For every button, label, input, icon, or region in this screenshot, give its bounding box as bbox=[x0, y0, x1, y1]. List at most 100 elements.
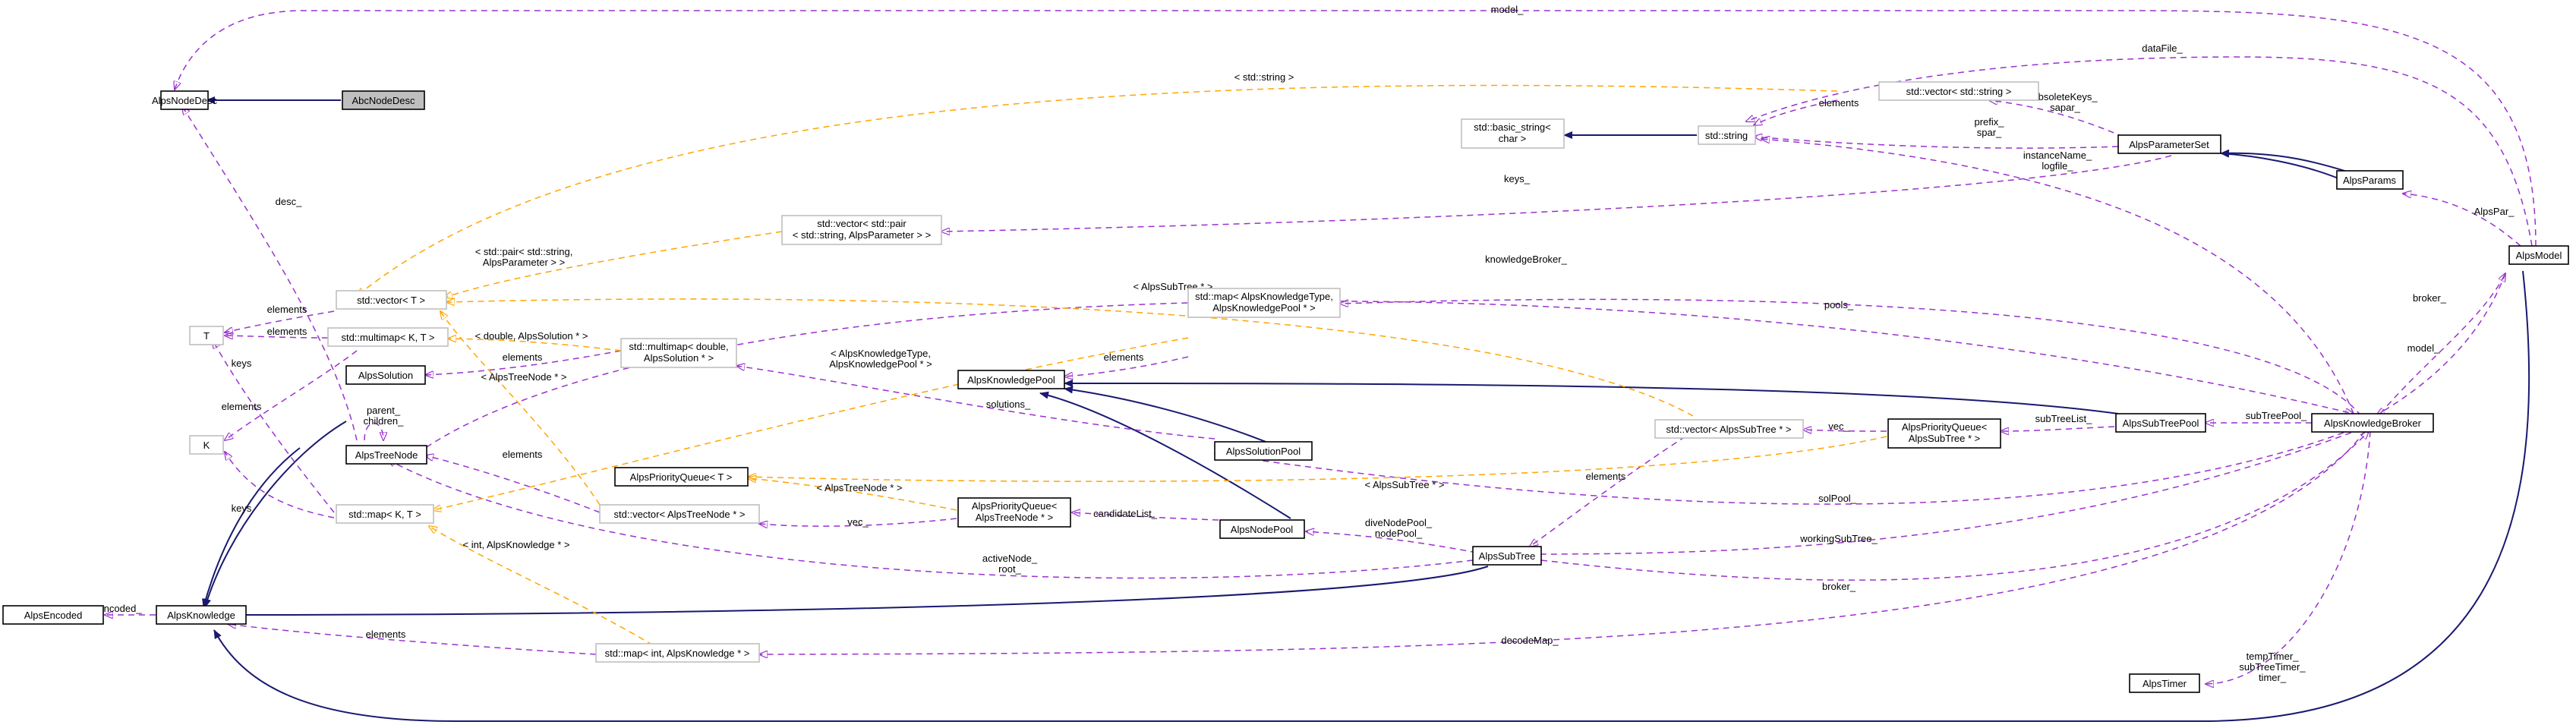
edge-multimapdouble-multimapKT bbox=[448, 339, 622, 351]
edge-solutionpool-multimapdouble bbox=[736, 366, 1215, 440]
node-alpsnodedesc[interactable]: AlpsNodeDesc bbox=[152, 90, 217, 110]
label-encoded: encoded_ bbox=[98, 603, 142, 614]
svg-text:AlpsNodePool: AlpsNodePool bbox=[1231, 524, 1293, 535]
edge-vectorTN-treenode bbox=[425, 455, 601, 513]
svg-text:std::vector< std::string >: std::vector< std::string > bbox=[1906, 86, 2012, 97]
node-alpssolution[interactable]: AlpsSolution bbox=[345, 365, 426, 385]
label-int-know: < int, AlpsKnowledge * > bbox=[463, 539, 570, 550]
edge-paramset-vectorpair bbox=[941, 155, 2172, 232]
edge-broker-solutionpool bbox=[1215, 428, 2354, 505]
svg-text:AlpsModel: AlpsModel bbox=[2516, 250, 2562, 261]
node-alpsmodel[interactable]: AlpsModel bbox=[2508, 245, 2569, 265]
label-model-broker: model_ bbox=[2407, 342, 2440, 354]
label-subtreelist: subTreeList_ bbox=[2035, 413, 2092, 424]
edge-broker-mapkt bbox=[1340, 298, 2362, 417]
node-vector-string[interactable]: std::vector< std::string > bbox=[1878, 81, 2039, 101]
node-vector-treenode[interactable]: std::vector< AlpsTreeNode * > bbox=[599, 504, 760, 524]
node-alpsnodepool[interactable]: AlpsNodePool bbox=[1219, 519, 1305, 539]
edge-broker-subtree-working bbox=[1530, 428, 2362, 554]
node-alpspq-treenode[interactable]: AlpsPriorityQueue<AlpsTreeNode * > bbox=[957, 497, 1071, 528]
node-map-kt[interactable]: std::map< K, T > bbox=[336, 504, 434, 524]
label-subtreepool: subTreePool_ bbox=[2246, 410, 2307, 421]
edge-mapkt-mapKT bbox=[433, 337, 1189, 510]
svg-text:AlpsPriorityQueue<AlpsSubTree: AlpsPriorityQueue<AlpsSubTree * > bbox=[1902, 421, 1987, 444]
node-vector-subtree[interactable]: std::vector< AlpsSubTree * > bbox=[1654, 419, 1804, 439]
label-instancename: instanceName_logfile_ bbox=[2023, 150, 2092, 172]
node-alpstimer[interactable]: AlpsTimer bbox=[2129, 673, 2200, 693]
svg-text:AlpsTreeNode: AlpsTreeNode bbox=[355, 449, 418, 461]
edge-multimapKT-T bbox=[225, 336, 329, 338]
svg-text:std::vector< AlpsTreeNode * >: std::vector< AlpsTreeNode * > bbox=[614, 509, 746, 520]
label-keys-t: keys bbox=[232, 358, 252, 369]
node-alpsparameterset[interactable]: AlpsParameterSet bbox=[2117, 134, 2221, 154]
label-parent: parent_children_ bbox=[364, 405, 405, 427]
node-k[interactable]: K bbox=[189, 435, 224, 455]
label-activenode: activeNode_root_ bbox=[982, 553, 1038, 575]
edge-model-broker bbox=[2376, 273, 2506, 415]
edge-model-nodedesc bbox=[175, 10, 2537, 247]
edge-mapKT-K bbox=[225, 452, 335, 518]
node-abcnodedesc[interactable]: AbcNodeDesc bbox=[342, 90, 425, 110]
node-map-knowledgetype[interactable]: std::map< AlpsKnowledgeType,AlpsKnowledg… bbox=[1187, 288, 1341, 318]
label-elements-string: elements bbox=[1819, 97, 1859, 109]
node-alpsencoded[interactable]: AlpsEncoded bbox=[2, 605, 104, 625]
node-t[interactable]: T bbox=[189, 326, 224, 345]
label-elements-st: elements bbox=[1586, 471, 1626, 482]
node-alpspq-subtree[interactable]: AlpsPriorityQueue<AlpsSubTree * > bbox=[1887, 418, 2001, 449]
node-multimap-kt[interactable]: std::multimap< K, T > bbox=[327, 327, 449, 347]
label-knowledgebroker: knowledgeBroker_ bbox=[1485, 254, 1567, 265]
svg-text:std::basic_string<char >: std::basic_string<char > bbox=[1474, 121, 1551, 144]
node-string[interactable]: std::string bbox=[1698, 125, 1756, 145]
edge-subtree-nodepool bbox=[1306, 531, 1477, 553]
edge-pqsubtree-pqT bbox=[748, 436, 1887, 482]
label-elements-tn: elements bbox=[503, 449, 543, 460]
node-alpstreenode[interactable]: AlpsTreeNode bbox=[345, 445, 427, 465]
label-candidatelist: candidateList_ bbox=[1093, 508, 1158, 519]
node-alpssubtree[interactable]: AlpsSubTree bbox=[1472, 546, 1542, 566]
node-vector-pair[interactable]: std::vector< std::pair< std::string, Alp… bbox=[781, 215, 942, 245]
edge-vectorsubtree-vectorT bbox=[446, 299, 1694, 417]
node-alpsknowledge[interactable]: AlpsKnowledge bbox=[156, 605, 247, 625]
node-alpssubtreepool[interactable]: AlpsSubTreePool bbox=[2115, 413, 2206, 433]
edge-paramset-vectorstring bbox=[1989, 100, 2134, 142]
label-keys-pair: keys_ bbox=[1504, 173, 1531, 184]
svg-text:AlpsKnowledgeBroker: AlpsKnowledgeBroker bbox=[2324, 418, 2422, 429]
edge-paramset-string bbox=[1754, 137, 2119, 149]
node-alpspriorityqueue-t[interactable]: AlpsPriorityQueue< T > bbox=[614, 467, 749, 487]
edge-treenode-nodedesc bbox=[182, 106, 358, 441]
edge-model-alpsparams bbox=[2403, 194, 2521, 247]
node-basic-string[interactable]: std::basic_string<char > bbox=[1461, 118, 1565, 149]
edge-model-knowledge bbox=[213, 270, 2530, 722]
label-elements-t2: elements bbox=[267, 326, 307, 337]
edge-subtreepool-pqsubtree bbox=[2001, 426, 2115, 431]
edge-mapint-mapKT bbox=[429, 526, 654, 646]
edge-labels: model_ dataFile_ < std::string > obsolet… bbox=[98, 4, 2515, 683]
svg-text:std::vector< AlpsSubTree * >: std::vector< AlpsSubTree * > bbox=[1666, 424, 1792, 435]
svg-text:std::map< int, AlpsKnowledge *: std::map< int, AlpsKnowledge * > bbox=[605, 648, 750, 659]
label-double-sol: < double, AlpsSolution * > bbox=[475, 330, 588, 342]
node-map-int[interactable]: std::map< int, AlpsKnowledge * > bbox=[595, 643, 760, 663]
edge-vectorT-T-1 bbox=[225, 310, 335, 332]
svg-text:std::string: std::string bbox=[1705, 130, 1748, 141]
label-subtree-ptr2: < AlpsSubTree * > bbox=[1364, 479, 1444, 490]
edge-broker-mapint bbox=[759, 430, 2366, 654]
label-treenode-ptr2: < AlpsTreeNode * > bbox=[817, 482, 903, 493]
node-alpsknowledgepool[interactable]: AlpsKnowledgePool bbox=[957, 370, 1065, 389]
edge-subtree-knowledge bbox=[236, 566, 1489, 619]
edges bbox=[105, 10, 2537, 722]
edge-nodepool-pqtn bbox=[1072, 512, 1219, 521]
svg-text:AlpsSubTree: AlpsSubTree bbox=[1479, 550, 1536, 562]
label-prefix: prefix_spar_ bbox=[1974, 116, 2004, 138]
node-alpsknowledgebroker[interactable]: AlpsKnowledgeBroker bbox=[2311, 413, 2434, 433]
node-vector-t[interactable]: std::vector< T > bbox=[336, 290, 447, 310]
node-multimap-double[interactable]: std::multimap< double,AlpsSolution * > bbox=[620, 338, 737, 368]
svg-text:std::map< AlpsKnowledgeType,Al: std::map< AlpsKnowledgeType,AlpsKnowledg… bbox=[1195, 291, 1333, 314]
node-alpssolutionpool[interactable]: AlpsSolutionPool bbox=[1214, 441, 1313, 461]
svg-text:AlpsTimer: AlpsTimer bbox=[2142, 678, 2187, 689]
node-alpsparams[interactable]: AlpsParams bbox=[2336, 170, 2404, 190]
edge-mapkt-knowledgepool bbox=[1064, 356, 1189, 377]
svg-text:AlpsSolutionPool: AlpsSolutionPool bbox=[1226, 446, 1301, 457]
svg-text:std::vector< T >: std::vector< T > bbox=[357, 295, 425, 306]
edge-subtreepool-knowledgepool bbox=[1064, 380, 2119, 414]
label-elements-t3: elements bbox=[222, 401, 262, 412]
